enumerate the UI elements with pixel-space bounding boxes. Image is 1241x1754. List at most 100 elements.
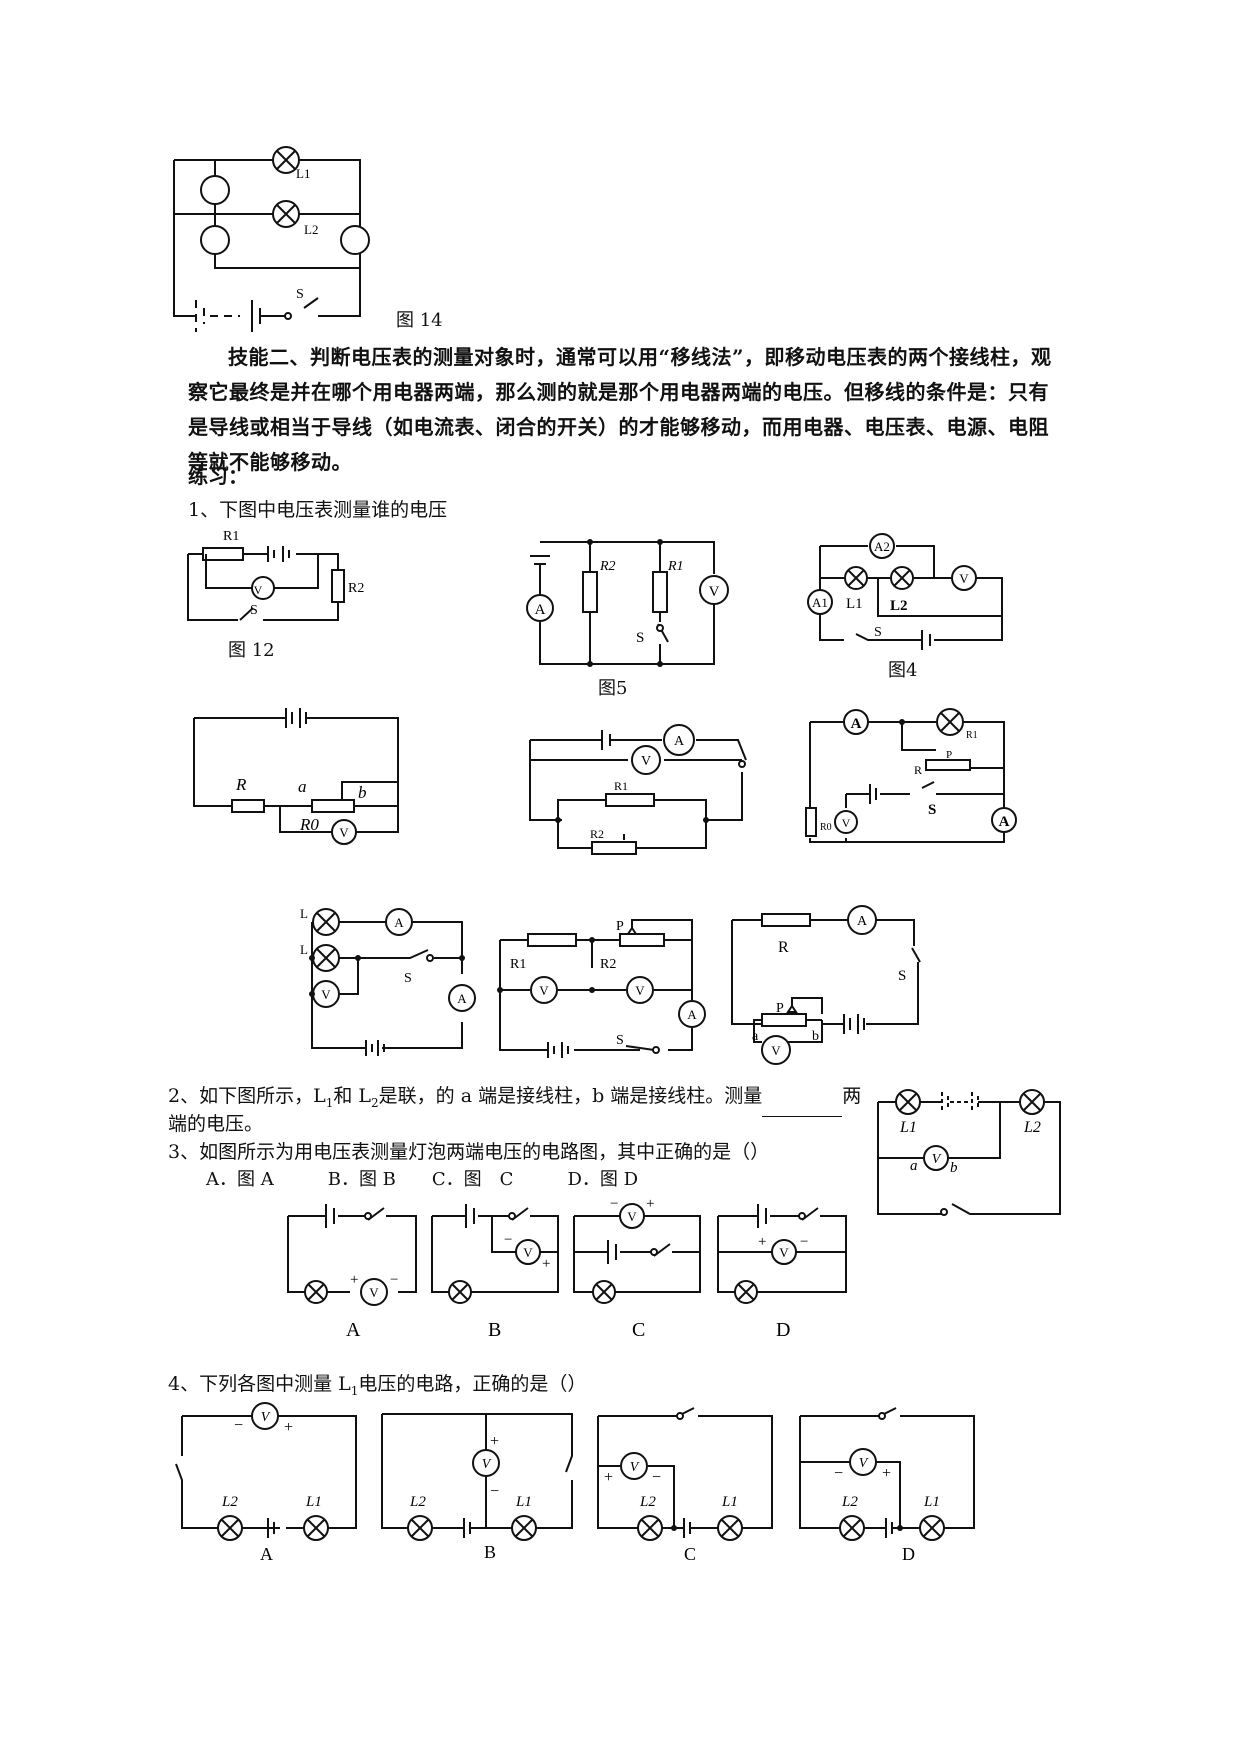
r1r2-voltmeter-label: V xyxy=(641,754,651,769)
rab-R0-label: R0 xyxy=(299,815,319,834)
q3d-V-label: V xyxy=(779,1245,789,1260)
q3d-figure-label: D xyxy=(776,1319,790,1341)
figure-rab-circuit: V R a b R0 xyxy=(193,708,399,845)
r1r2-R2-label: R2 xyxy=(590,827,604,841)
fig12-caption: 图 12 xyxy=(228,640,275,661)
q4a-L1-label: L1 xyxy=(305,1494,322,1510)
fig12-voltmeter-label: V xyxy=(254,583,263,597)
figure-q4-circuits: V − + L2 L1 A V + − L2 L1 B V + − L2 L1 … xyxy=(175,1402,975,1564)
figure-rap-circuit: A V R S P a b xyxy=(731,905,921,1065)
q2-a-label: a xyxy=(910,1158,918,1174)
rr0-A-label: A xyxy=(851,716,862,732)
q3c-figure-label: C xyxy=(632,1319,645,1341)
fig5-R1-label: R1 xyxy=(667,559,684,574)
fig12-S-label: S xyxy=(250,603,258,618)
rap-V-label: V xyxy=(771,1043,781,1058)
fig14-caption: 图 14 xyxy=(396,310,443,331)
l1l2-L2-label: L xyxy=(300,942,308,957)
q4c-L2-label: L2 xyxy=(639,1494,656,1510)
rap-R-label: R xyxy=(778,939,789,956)
fig5-R2-label: R2 xyxy=(599,559,616,574)
q4b-V-label: V xyxy=(482,1457,492,1472)
l1l2-A2-label: A xyxy=(457,991,467,1006)
q2-L2-label: L2 xyxy=(1023,1119,1041,1136)
figure-r1r2-circuit: A V R1 R2 xyxy=(529,724,747,855)
rap-A-label: A xyxy=(857,914,868,929)
pr1r2-V1-label: V xyxy=(539,983,549,998)
q4a-plus: + xyxy=(284,1419,293,1436)
rr0-R-label: R xyxy=(914,763,922,777)
l1l2-A1-label: A xyxy=(394,915,404,930)
rab-R-label: R xyxy=(235,775,247,794)
q4b-L1-label: L1 xyxy=(515,1494,532,1510)
r1r2-ammeter-label: A xyxy=(674,734,685,749)
l1l2-V-label: V xyxy=(321,987,331,1002)
question-3: 3、如图所示为用电压表测量灯泡两端电压的电路图，其中正确的是（） xyxy=(168,1141,770,1163)
q4d-V-label: V xyxy=(859,1456,869,1471)
q3a-figure-label: A xyxy=(346,1319,361,1341)
q4d-L2-label: L2 xyxy=(841,1494,858,1510)
figure-q2-circuit: V L1 L2 a b xyxy=(877,1089,1061,1216)
q4d-minus: − xyxy=(834,1465,843,1482)
q2-L1-label: L1 xyxy=(899,1119,917,1136)
q2-b-label: b xyxy=(950,1160,958,1176)
figure-q3-circuits: V + − A V − + B V − + C V + − D xyxy=(287,1196,847,1341)
q3a-plus: + xyxy=(350,1272,358,1288)
fig5-S-label: S xyxy=(636,630,644,646)
fig4-caption: 图4 xyxy=(888,660,918,681)
q4b-figure-label: B xyxy=(484,1542,496,1562)
pr1r2-P-label: P xyxy=(616,919,624,934)
fig14-S-label: S xyxy=(296,287,304,302)
pr1r2-A-label: A xyxy=(687,1007,697,1022)
q3b-V-label: V xyxy=(523,1245,533,1260)
rr0-R1-label: R1 xyxy=(966,730,978,741)
figure-l1l2-ammeters-circuit: A A V S L L xyxy=(300,906,476,1056)
fig4-L1-label: L1 xyxy=(846,596,863,612)
q3d-minus: − xyxy=(800,1234,808,1250)
q4c-V-label: V xyxy=(630,1460,640,1475)
figure-14-circuit: L1 L2 S xyxy=(173,146,370,332)
fig4-A1-label: A1 xyxy=(812,595,828,610)
q4a-minus: − xyxy=(234,1417,243,1434)
q4d-figure-label: D xyxy=(902,1544,915,1564)
r1r2-R1-label: R1 xyxy=(614,779,628,793)
q4c-minus: − xyxy=(652,1469,661,1486)
practice-label: 练习： xyxy=(188,464,248,488)
fig4-A2-label: A2 xyxy=(874,539,890,554)
fig14-L2-label: L2 xyxy=(304,222,318,237)
fig5-ammeter-label: A xyxy=(535,602,546,618)
q3c-minus: − xyxy=(610,1196,618,1212)
rr0-R0-label: R0 xyxy=(820,822,832,833)
rap-P-label: P xyxy=(776,1001,784,1016)
pr1r2-R2-label: R2 xyxy=(600,957,616,972)
rap-b-label: b xyxy=(812,1029,819,1044)
q4c-plus: + xyxy=(604,1469,613,1486)
rab-a-label: a xyxy=(298,777,307,796)
answer-blank[interactable] xyxy=(762,1096,843,1117)
q3c-plus: + xyxy=(646,1196,654,1212)
q3a-V-label: V xyxy=(369,1285,379,1300)
question-1: 1、下图中电压表测量谁的电压 xyxy=(188,499,448,521)
rr0-P-label: P xyxy=(946,749,952,761)
q3d-plus: + xyxy=(758,1234,766,1250)
q4d-L1-label: L1 xyxy=(923,1494,940,1510)
skill2-paragraph: 技能二、判断电压表的测量对象时，通常可以用“移线法”，即移动电压表的两个接线柱，… xyxy=(188,345,1052,474)
fig4-S-label: S xyxy=(874,625,882,640)
q4c-figure-label: C xyxy=(684,1544,696,1564)
q3b-figure-label: B xyxy=(488,1319,501,1341)
figure-12-circuit: V R1 R2 S xyxy=(187,529,364,621)
figure-4-circuit: A2 A1 V L1 L2 S xyxy=(807,533,1003,650)
q3b-plus: + xyxy=(542,1256,550,1272)
rr0-V-label: V xyxy=(842,816,851,830)
pr1r2-V2-label: V xyxy=(635,983,645,998)
q4c-L1-label: L1 xyxy=(721,1494,738,1510)
rap-a-label: a xyxy=(752,1029,759,1044)
question-2-line1: 2、如下图所示，L1和 L2是联，的 a 端是接线柱，b 端是接线柱。测量两 xyxy=(168,1082,861,1117)
pr1r2-S-label: S xyxy=(616,1033,624,1048)
q3b-minus: − xyxy=(504,1232,512,1248)
rab-b-label: b xyxy=(358,783,367,802)
q4d-plus: + xyxy=(882,1465,891,1482)
q4a-V-label: V xyxy=(261,1410,271,1425)
l1l2-S-label: S xyxy=(404,971,412,986)
question-2-line2: 端的电压。 xyxy=(168,1113,264,1135)
